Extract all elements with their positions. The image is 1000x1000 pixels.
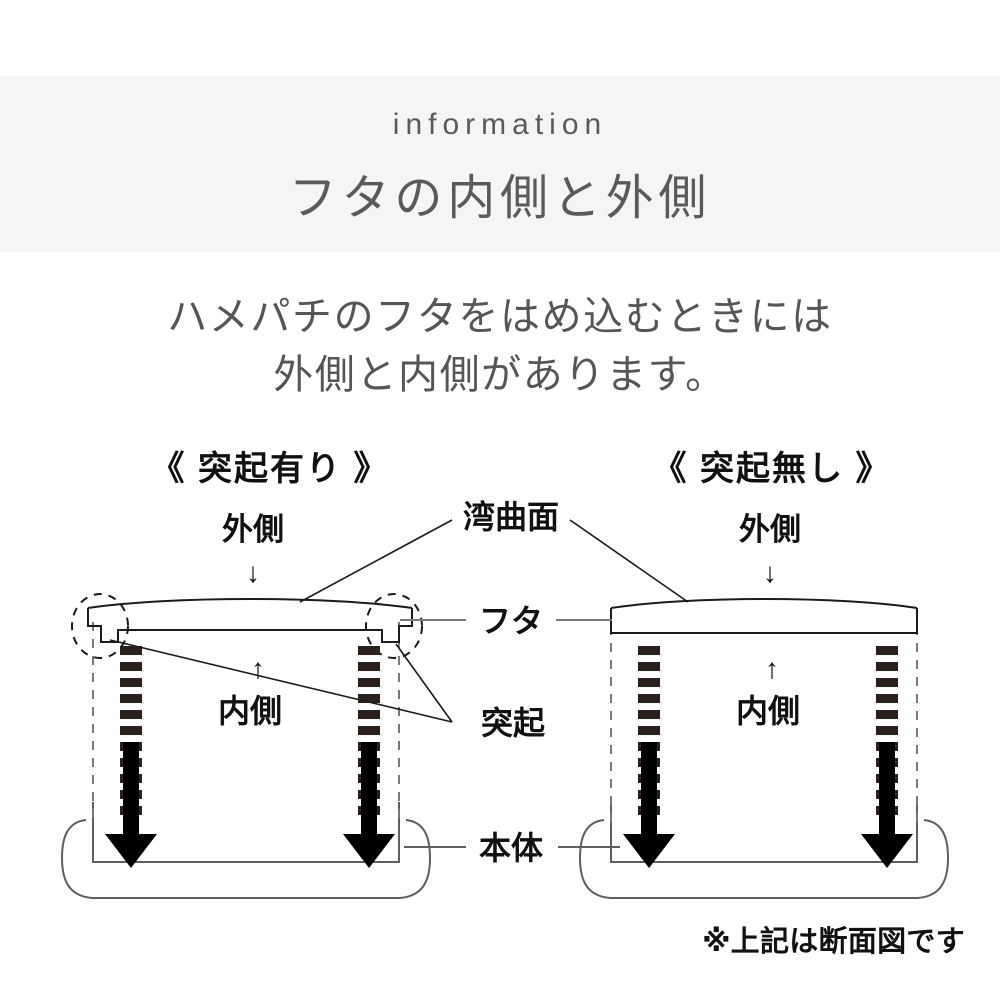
right-body-inner xyxy=(610,802,918,863)
left-lid-profile xyxy=(87,608,413,643)
left-inside-label: 内側 xyxy=(218,693,282,729)
right-outside-label: 外側 xyxy=(739,512,801,547)
footnote: ※上記は断面図です xyxy=(702,926,965,958)
right-outside-arrow: ↓ xyxy=(763,557,777,588)
right-inside-arrow: ↑ xyxy=(765,653,779,684)
left-heading: 《 突起有り 》 xyxy=(151,450,390,488)
left-protrusion-highlight-right xyxy=(365,593,423,659)
left-diagram-group: ↑ 内側 xyxy=(60,593,432,899)
lead-line-2: 外側と内側があります。 xyxy=(273,353,727,397)
right-lid-curved-top xyxy=(610,598,918,609)
right-diagram-group: ↑ 内側 xyxy=(578,598,950,899)
label-curved-surface: 湾曲面 xyxy=(463,499,559,535)
leader-protrusion-a xyxy=(109,639,453,723)
leader-curved-right xyxy=(569,519,689,603)
right-press-arrow-left xyxy=(623,742,675,868)
label-lid: フタ xyxy=(479,603,543,639)
page-title: フタの内側と外側 xyxy=(288,172,712,225)
right-lid-profile xyxy=(610,608,918,634)
left-lid-curved-top xyxy=(87,598,413,609)
left-outside-arrow: ↓ xyxy=(246,557,260,588)
left-body-inner xyxy=(92,802,400,863)
header-band xyxy=(0,76,1000,252)
right-body-outer xyxy=(578,819,950,899)
left-press-arrow-right xyxy=(343,742,395,868)
left-inside-arrow: ↑ xyxy=(251,653,265,684)
header-eyebrow: information xyxy=(392,108,608,141)
left-press-arrow-left xyxy=(105,742,157,868)
leader-protrusion-b xyxy=(395,643,453,723)
left-body-outer xyxy=(60,819,432,899)
right-inside-label: 内側 xyxy=(736,693,800,729)
right-heading: 《 突起無し 》 xyxy=(653,450,892,488)
left-protrusion-highlight-left xyxy=(71,593,129,659)
label-body: 本体 xyxy=(479,830,543,866)
cross-section-diagram: 《 突起有り 》 《 突起無し 》 外側 ↓ 外側 ↓ xyxy=(0,430,1000,950)
left-outside-label: 外側 xyxy=(222,512,284,547)
label-protrusion: 突起 xyxy=(481,705,546,741)
right-press-arrow-right xyxy=(861,742,913,868)
leader-curved-left xyxy=(299,519,453,603)
lead-copy: ハメパチのフタをはめ込むときには 外側と内側があります。 xyxy=(0,288,1000,404)
lead-line-1: ハメパチのフタをはめ込むときには xyxy=(167,295,833,339)
